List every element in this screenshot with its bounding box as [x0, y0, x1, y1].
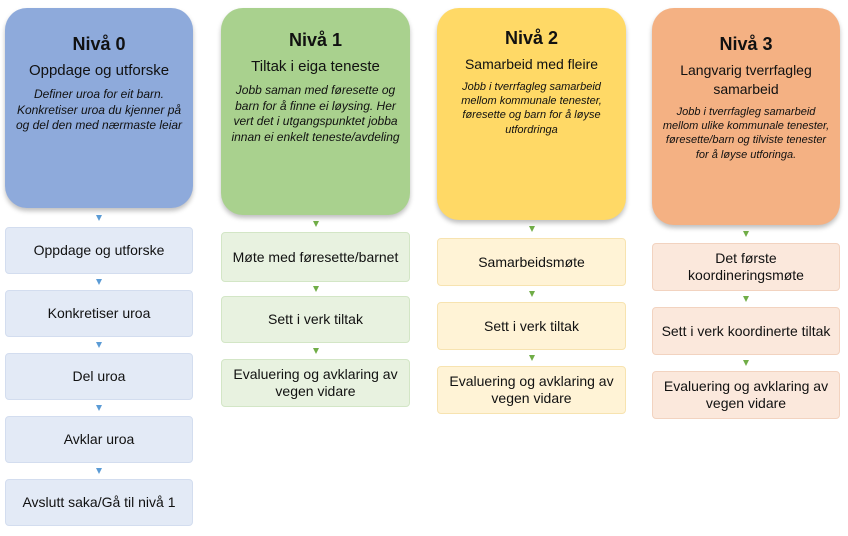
level-title: Nivå 3	[719, 34, 773, 54]
level-description: Definer uroa for eit barn. Konkretiser u…	[15, 87, 183, 133]
process-step: Sett i verk tiltak	[437, 302, 626, 350]
flow-arrow-icon	[528, 355, 535, 361]
process-step: Det første koordineringsmøte	[652, 243, 840, 291]
level-subtitle: Tiltak i eiga teneste	[251, 58, 380, 75]
level-description: Jobb saman med føresette og barn for å f…	[231, 83, 400, 145]
process-step: Oppdage og utforske	[5, 227, 193, 274]
level-subtitle: Oppdage og utforske	[28, 62, 170, 79]
level-title: Nivå 0	[72, 34, 126, 54]
flow-arrow-icon	[96, 215, 102, 221]
process-step: Del uroa	[5, 353, 193, 400]
level-description: Jobb i tverrfagleg samarbeid mellom komm…	[461, 80, 602, 136]
process-step: Sett i verk tiltak	[221, 296, 410, 343]
flow-arrow-icon	[743, 296, 749, 302]
level-subtitle: Samarbeid med fleire	[464, 56, 599, 72]
level-title: Nivå 2	[504, 28, 559, 48]
process-step: Møte med føresette/barnet	[221, 232, 410, 282]
flow-arrow-icon	[312, 286, 319, 292]
flow-arrow-icon	[312, 348, 319, 354]
flow-arrow-icon	[528, 291, 535, 297]
flow-arrow-icon	[312, 221, 319, 227]
flow-arrow-icon	[743, 360, 749, 366]
flow-arrow-icon	[96, 468, 102, 474]
process-step: Sett i verk koordinerte tiltak	[652, 307, 840, 355]
level-description: Jobb i tverrfagleg samarbeid mellom ulik…	[662, 105, 830, 161]
process-step: Avslutt saka/Gå til nivå 1	[5, 479, 193, 526]
process-step: Evaluering og avklaring av vegen vidare	[221, 359, 410, 407]
level-title: Nivå 1	[288, 30, 343, 50]
process-step: Samarbeidsmøte	[437, 238, 626, 286]
process-step: Evaluering og avklaring av vegen vidare	[652, 371, 840, 419]
flow-arrow-icon	[743, 231, 749, 237]
process-step: Evaluering og avklaring av vegen vidare	[437, 366, 626, 414]
flow-arrow-icon	[528, 226, 535, 232]
process-step: Avklar uroa	[5, 416, 193, 463]
flow-arrow-icon	[96, 405, 102, 411]
flow-arrow-icon	[96, 342, 102, 348]
process-step: Konkretiser uroa	[5, 290, 193, 337]
flow-arrow-icon	[96, 279, 102, 285]
level-subtitle: Langvarig tverrfagleg samarbeid	[680, 62, 812, 97]
